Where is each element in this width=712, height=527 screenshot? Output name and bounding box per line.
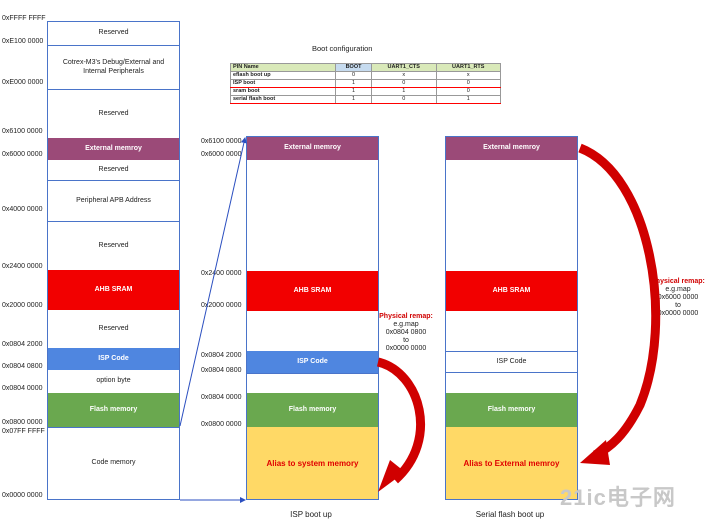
address-label: 0xFFFF FFFF <box>2 15 46 22</box>
remap-line: 0x0000 0000 <box>657 310 699 317</box>
option-byte-block <box>247 373 378 393</box>
code-memory-block: Code memory <box>48 427 179 499</box>
flash-memory-block: Flash memory <box>446 393 577 427</box>
address-label: 0x6000 0000 <box>2 151 43 158</box>
peripheral-apb-block: Peripheral APB Address <box>48 180 179 221</box>
address-label: 0x0804 2000 <box>2 341 43 348</box>
address-label: 0x0804 0800 <box>201 367 242 374</box>
address-label: 0x2400 0000 <box>2 263 43 270</box>
reserved-block: Reserved <box>98 165 129 173</box>
address-label: 0xE100 0000 <box>2 38 44 45</box>
isp-boot-caption: ISP boot up <box>290 510 332 519</box>
ahb-sram-block: AHB SRAM <box>446 271 577 311</box>
address-label: 0x0804 2000 <box>201 352 242 359</box>
remap-line: 0x0000 0000 <box>385 345 427 352</box>
remap-line: to <box>403 337 409 344</box>
table-title: Boot configuration <box>312 44 373 53</box>
reserved-block: Reserved <box>48 89 179 138</box>
boot-config-table: PIN Name BOOT UART1_CTS UART1_RTS eflash… <box>230 63 501 104</box>
external-memory-block: External memroy <box>247 137 378 160</box>
address-label: 0x6100 0000 <box>2 128 43 135</box>
isp-remap-label: Physical remap: e.g.map 0x0804 0800 to 0… <box>376 313 436 353</box>
flash-memory-block: Flash memory <box>48 393 179 427</box>
address-label: 0x07FF FFFF <box>2 428 45 435</box>
remap-line: e.g.map <box>665 286 691 293</box>
alias-system-memory-block: Alias to system memory <box>247 427 378 499</box>
address-label: 0x0804 0000 <box>2 385 43 392</box>
isp-boot-memory-map: External memroy AHB SRAM ISP Code Flash … <box>246 136 379 500</box>
mapping-arrow <box>179 137 247 427</box>
address-label: 0x4000 0000 <box>2 206 43 213</box>
left-memory-map: Reserved Cotrex-M3's Debug/External and … <box>47 21 180 500</box>
serial-remap-label: Physical remap: e.g.map 0x6000 0000 to 0… <box>645 278 711 318</box>
address-label: 0x2000 0000 <box>2 302 43 309</box>
table-cell: 0 <box>371 95 437 104</box>
remap-line: 0x0804 0800 <box>385 329 427 336</box>
address-label: 0x0000 0000 <box>2 492 43 499</box>
isp-code-block: ISP Code <box>247 351 378 373</box>
address-label: 0x0800 0000 <box>2 419 43 426</box>
option-byte-block: option byte <box>96 377 131 385</box>
address-label: 0x0804 0000 <box>201 394 242 401</box>
remap-line: e.g.map <box>393 321 419 328</box>
watermark-logo: 21ic电子网 <box>560 485 676 510</box>
remap-title: Physical remap: <box>651 278 705 285</box>
remap-line: 0x6000 0000 <box>657 294 699 301</box>
isp-code-block: ISP Code <box>446 351 577 373</box>
alias-external-memory-block: Alias to External memroy <box>446 427 577 499</box>
remap-line: to <box>675 302 681 309</box>
serial-flash-boot-memory-map: External memroy AHB SRAM ISP Code Flash … <box>445 136 578 500</box>
serial-flash-boot-caption: Serial flash boot up <box>475 510 545 519</box>
isp-remap-arrow <box>376 357 425 492</box>
table-row: serial flash boot 1 0 1 <box>230 95 501 104</box>
address-label: 0x2400 0000 <box>201 270 242 277</box>
address-label: 0xE000 0000 <box>2 79 44 86</box>
external-memory-block: External memroy <box>48 138 179 160</box>
flash-memory-block: Flash memory <box>247 393 378 427</box>
external-memory-block: External memroy <box>446 137 577 160</box>
ahb-sram-block: AHB SRAM <box>48 270 179 310</box>
address-label: 0x6000 0000 <box>201 151 242 158</box>
reserved-block: Reserved <box>98 29 129 37</box>
reserved-block: Reserved <box>48 221 179 270</box>
address-label: 0x6100 0000 <box>201 138 242 145</box>
table-cell: 1 <box>435 95 501 104</box>
remap-title: Physical remap: <box>379 313 433 320</box>
cortex-peripherals-block: Cotrex-M3's Debug/External and Internal … <box>48 45 179 89</box>
ahb-sram-block: AHB SRAM <box>247 271 378 311</box>
address-label: 0x2000 0000 <box>201 302 242 309</box>
address-label: 0x0804 0800 <box>2 363 43 370</box>
address-label: 0x0800 0000 <box>201 421 242 428</box>
serial-remap-arrow <box>578 143 661 465</box>
isp-code-block: ISP Code <box>48 348 179 370</box>
reserved-block: Reserved <box>98 324 129 332</box>
